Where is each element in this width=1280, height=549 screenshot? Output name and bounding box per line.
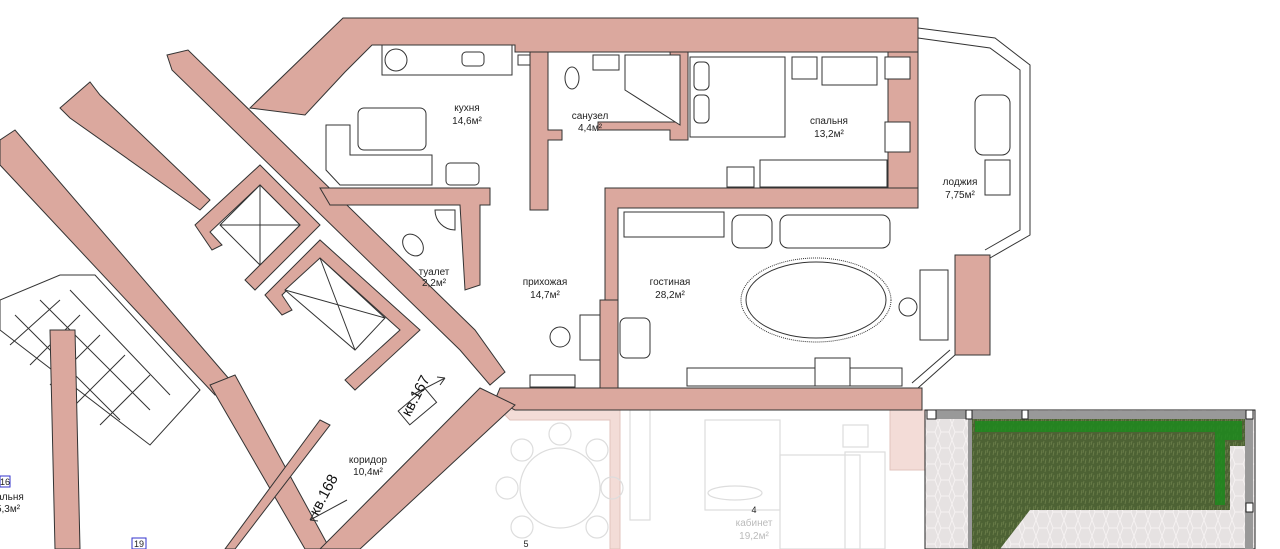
office-name: кабинет [736, 517, 773, 529]
toilet-area: 2,2м² [422, 278, 447, 289]
staircase [0, 274, 201, 446]
bathroom-name: санузел [572, 111, 609, 122]
hallway-furniture [397, 314, 601, 426]
room-16-badge [0, 475, 11, 488]
wall-diagonal-main [166, 49, 506, 386]
living-furniture [619, 211, 903, 387]
wall-corridor-left [224, 419, 331, 549]
loggia-name: лоджия [943, 177, 978, 188]
lower-neighbor-area: 4 кабинет 19,2м² 5 [495, 409, 926, 549]
room-labels: кухня 14,6м² санузел 4,4м² спальня 13,2м… [0, 103, 977, 549]
loggia-outline [898, 27, 1031, 389]
wall-lift-2 [264, 239, 421, 391]
bedroom-area: 13,2м² [814, 129, 844, 140]
wall-living-bottom [494, 387, 923, 411]
arrow-168-icon [309, 499, 348, 522]
wall-vertical-left [49, 329, 81, 549]
kitchen-furniture [325, 44, 513, 186]
toilet-name: туалет [419, 267, 450, 278]
wall-diagonal-left-lower [209, 374, 331, 549]
living-name: гостиная [650, 277, 691, 288]
wall-hall-bottom [599, 299, 619, 389]
wall-bath-left [529, 51, 563, 211]
room-16-area: 5,3м² [0, 504, 21, 515]
kitchen-name: кухня [454, 103, 479, 114]
room-16-number: 16 [0, 477, 10, 487]
dining-table-faded [495, 422, 624, 539]
living-area: 28,2м² [655, 290, 685, 301]
kitchen-area: 14,6м² [452, 116, 482, 127]
bedroom-furniture [689, 56, 911, 188]
bedroom-name: спальня [810, 116, 848, 127]
bathroom-furniture [517, 54, 681, 126]
wall-loggia-pier [954, 254, 991, 356]
room-19-badge [131, 537, 147, 549]
wall-top [248, 17, 919, 116]
corridor-name: коридор [349, 455, 388, 466]
corridor-area: 10,4м² [353, 467, 383, 478]
office-number: 4 [751, 505, 756, 515]
room-19-number: 19 [134, 539, 144, 549]
wall-diagonal-upper [59, 81, 211, 211]
room5-number: 5 [523, 539, 528, 549]
walls [0, 17, 991, 549]
lift-shafts [219, 184, 386, 351]
wall-corridor-right [319, 387, 516, 549]
garden-terrace [924, 409, 1256, 549]
room-16-name: альня [0, 492, 24, 503]
wall-kitchen-bottom [319, 187, 491, 291]
toilet-furniture [402, 209, 456, 257]
arrow-167-icon [411, 376, 446, 396]
bathroom-area: 4,4м² [578, 123, 603, 134]
loggia-area: 7,75м² [945, 190, 975, 201]
apt-168-label: кв.168 [306, 472, 342, 519]
hallway-area: 14,7м² [530, 290, 560, 301]
hallway-name: прихожая [523, 277, 568, 288]
office-area: 19,2м² [739, 531, 769, 542]
